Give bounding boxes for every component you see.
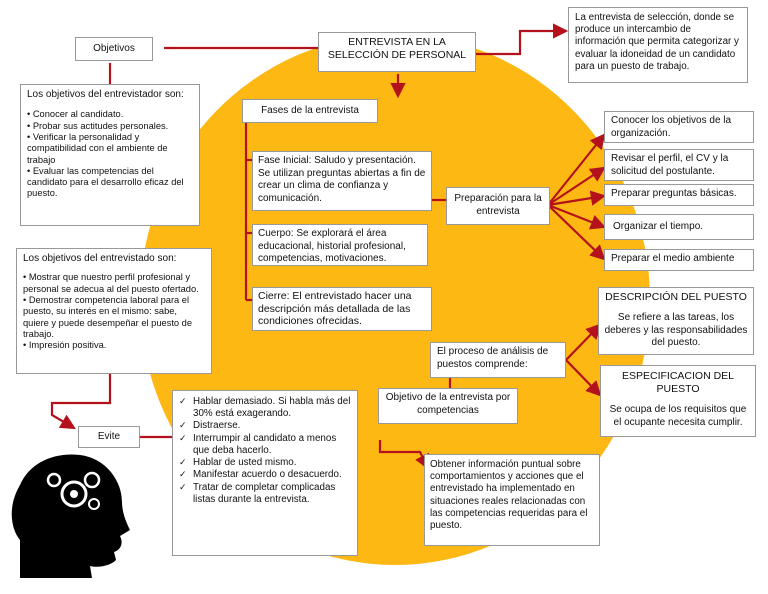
analisis-box: El proceso de análisis de puestos compre…: [430, 342, 566, 378]
list-item: Tratar de completar complicadas listas d…: [179, 482, 351, 506]
evite-list-box: Hablar demasiado. Si habla más del 30% e…: [172, 390, 358, 556]
especificacion-box: ESPECIFICACION DEL PUESTO Se ocupa de lo…: [600, 365, 756, 437]
evite-box: Evite: [78, 426, 140, 448]
especificacion-title: ESPECIFICACION DEL PUESTO: [621, 370, 735, 396]
fases-box: Fases de la entrevista: [242, 99, 378, 123]
prep-item-2: Revisar el perfil, el CV y la solicitud …: [604, 149, 754, 181]
fase-inicial-text: Fase Inicial: Saludo y presentación. Se …: [258, 155, 426, 204]
entrevistado-box: Los objetivos del entrevistado son: Most…: [16, 248, 212, 374]
obtener-text: Obtener información puntual sobre compor…: [430, 459, 588, 532]
cuerpo-text: Cuerpo: Se explorará el área educacional…: [258, 228, 406, 264]
entrevistador-heading: Los objetivos del entrevistador son:: [27, 89, 184, 100]
list-item: Impresión positiva.: [23, 340, 205, 351]
objetivos-label: Objetivos: [93, 43, 135, 54]
list-item: Hablar demasiado. Si habla más del 30% e…: [179, 396, 351, 420]
prep-item-text: Preparar preguntas básicas.: [611, 188, 737, 199]
obtener-box: Obtener información puntual sobre compor…: [424, 454, 600, 546]
definition-text: La entrevista de selección, donde se pro…: [575, 12, 739, 72]
entrevistado-heading: Los objetivos del entrevistado son:: [23, 253, 177, 264]
list-item: Conocer al candidato.: [27, 109, 193, 120]
competencias-label: Objetivo de la entrevista por competenci…: [385, 392, 511, 416]
entrevistador-box: Los objetivos del entrevistador son: Con…: [20, 84, 200, 226]
list-item: Manifestar acuerdo o desacuerdo.: [179, 469, 351, 481]
definition-box: La entrevista de selección, donde se pro…: [568, 7, 748, 83]
prep-item-text: Organizar el tiempo.: [613, 221, 704, 232]
preparacion-label: Preparación para la entrevista: [454, 193, 542, 217]
list-item: Mostrar que nuestro perfil profesional y…: [23, 272, 205, 295]
evite-label: Evite: [97, 431, 121, 442]
prep-item-5: Preparar el medio ambiente: [604, 249, 754, 271]
descripcion-box: DESCRIPCIÓN DEL PUESTO Se refiere a las …: [598, 287, 754, 355]
especificacion-text: Se ocupa de los requisitos que el ocupan…: [609, 404, 747, 428]
objetivos-box: Objetivos: [75, 37, 153, 61]
head-silhouette: [11, 454, 130, 578]
prep-item-text: Preparar el medio ambiente: [611, 253, 735, 264]
list-item: Evaluar las competencias del candidato p…: [27, 166, 193, 200]
fase-inicial-box: Fase Inicial: Saludo y presentación. Se …: [252, 151, 432, 211]
prep-item-text: Revisar el perfil, el CV y la solicitud …: [611, 153, 729, 177]
cierre-text: Cierre: El entrevistado hacer una descri…: [258, 290, 412, 328]
analisis-label: El proceso de análisis de puestos compre…: [437, 346, 549, 370]
descripcion-title: DESCRIPCIÓN DEL PUESTO: [605, 291, 747, 303]
list-item: Interrumpir al candidato a menos que deb…: [179, 433, 351, 457]
preparacion-box: Preparación para la entrevista: [446, 187, 550, 225]
title-box: ENTREVISTA EN LA SELECCIÓN DE PERSONAL: [318, 32, 476, 72]
connector-lines: [50, 23, 607, 470]
list-item: Hablar de usted mismo.: [179, 457, 351, 469]
prep-item-4: Organizar el tiempo.: [604, 214, 754, 240]
cuerpo-box: Cuerpo: Se explorará el área educacional…: [252, 224, 428, 266]
descripcion-text: Se refiere a las tareas, los deberes y l…: [604, 312, 748, 349]
page-title: ENTREVISTA EN LA SELECCIÓN DE PERSONAL: [327, 36, 467, 62]
prep-item-text: Conocer los objetivos de la organización…: [611, 115, 732, 139]
list-item: Distraerse.: [179, 420, 351, 432]
fases-label: Fases de la entrevista: [261, 105, 359, 116]
prep-item-3: Preparar preguntas básicas.: [604, 184, 754, 206]
cierre-box: Cierre: El entrevistado hacer una descri…: [252, 287, 432, 331]
prep-item-1: Conocer los objetivos de la organización…: [604, 111, 754, 143]
list-item: Verificar la personalidad y compatibilid…: [27, 132, 193, 166]
competencias-box: Objetivo de la entrevista por competenci…: [378, 388, 518, 424]
list-item: Demostrar competencia laboral para el pu…: [23, 295, 205, 340]
list-item: Probar sus actitudes personales.: [27, 121, 193, 132]
